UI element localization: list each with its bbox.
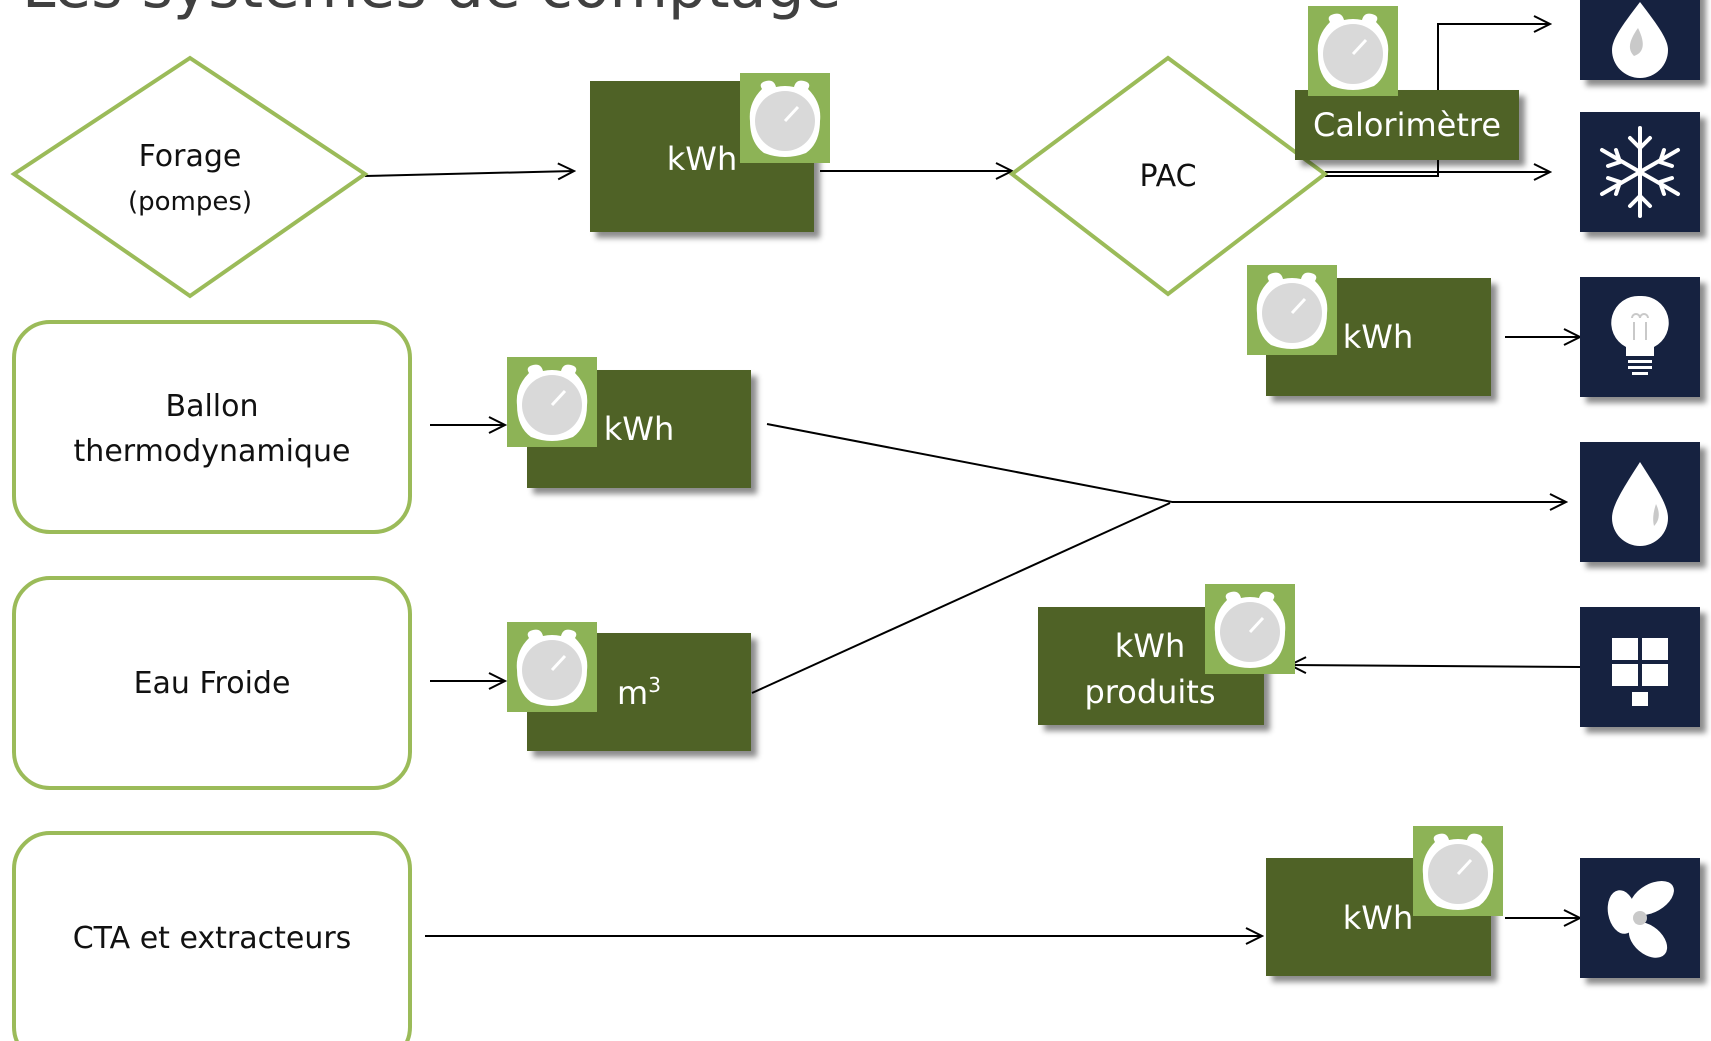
node-cta: CTA et extracteurs <box>12 831 412 1041</box>
meter-eclairage: kWh <box>1245 263 1491 396</box>
fan-icon <box>1607 880 1674 958</box>
meter-eau-froide-exponent: 3 <box>648 673 661 697</box>
node-pac: PAC <box>1008 55 1329 297</box>
gauge-icon <box>1306 4 1400 98</box>
node-eau-froide: Eau Froide <box>12 576 412 790</box>
tile-lighting <box>1580 277 1700 397</box>
tile-ventilation <box>1580 858 1700 978</box>
meter-solaire-label-line2: produits <box>1084 673 1215 711</box>
cta-label: CTA et extracteurs <box>73 921 352 956</box>
meter-ballon: kWh <box>505 355 751 488</box>
meter-cta-label: kWh <box>1343 899 1413 937</box>
meter-calorimetre: Calorimètre <box>1295 4 1519 160</box>
forage-sublabel: (pompes) <box>128 187 252 217</box>
meter-calorimetre-label: Calorimètre <box>1313 106 1501 144</box>
forage-label: Forage <box>139 139 242 174</box>
arrow-forage-to-meter <box>364 171 574 176</box>
snowflake-icon <box>1600 126 1680 218</box>
ballon-label-line1: Ballon <box>165 389 258 424</box>
solar-panel-icon <box>1612 638 1668 706</box>
page-title: Les systèmes de comptage <box>22 0 841 22</box>
pac-label: PAC <box>1139 159 1196 194</box>
tile-water <box>1580 442 1700 562</box>
meter-forage-label: kWh <box>667 140 737 178</box>
hot-water-icon <box>1612 2 1668 78</box>
gauge-icon <box>1245 263 1339 357</box>
tile-solar <box>1580 607 1700 727</box>
line-eau-froide-meter-to-merge <box>751 502 1171 694</box>
connectors <box>364 24 1581 936</box>
node-ballon: Ballon thermodynamique <box>12 320 412 534</box>
gauge-icon <box>505 620 599 714</box>
arrow-solar-to-meter <box>1290 665 1581 667</box>
meter-solaire: kWh produits <box>1038 582 1297 725</box>
meter-eau-froide-unit: m <box>617 674 648 712</box>
meter-solaire-label-line1: kWh <box>1115 627 1185 665</box>
meter-cta: kWh <box>1266 824 1505 976</box>
gauge-icon <box>1411 824 1505 918</box>
water-drop-icon <box>1612 462 1668 546</box>
meter-eclairage-label: kWh <box>1343 318 1413 356</box>
node-forage: Forage (pompes) <box>10 55 369 299</box>
gauge-icon <box>1203 582 1297 676</box>
meter-forage: kWh <box>590 71 832 232</box>
line-ballon-meter-to-merge <box>766 423 1173 503</box>
tile-hot-water <box>1580 0 1700 80</box>
gauge-icon <box>738 71 832 165</box>
tile-cooling <box>1580 112 1700 232</box>
eau-froide-label: Eau Froide <box>134 666 291 701</box>
svg-text:m3: m3 <box>617 673 661 712</box>
meter-eau-froide: m3 <box>505 620 751 751</box>
ballon-label-line2: thermodynamique <box>74 434 351 469</box>
lightbulb-icon <box>1611 295 1669 375</box>
meter-ballon-label: kWh <box>604 410 674 448</box>
gauge-icon <box>505 355 599 449</box>
